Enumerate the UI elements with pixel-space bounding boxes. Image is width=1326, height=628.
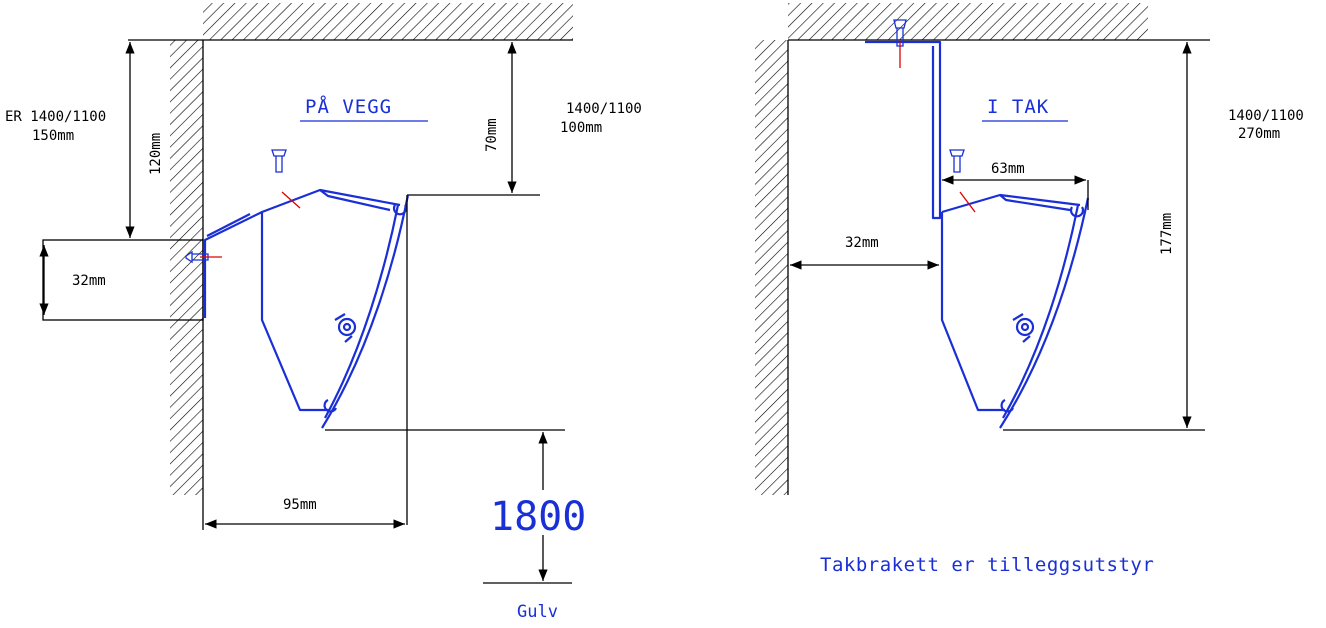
screw-icon xyxy=(271,149,287,173)
ceiling-title: I TAK xyxy=(987,96,1049,118)
dim-32-right-label: 32mm xyxy=(845,235,879,251)
wall-mount-drawing: 120mm 32mm ER 1400/1100 150mm PÅ VEGG 70… xyxy=(5,3,642,622)
wall-title: PÅ VEGG xyxy=(305,95,392,118)
floor-label: Gulv xyxy=(517,602,558,622)
wall-bracket xyxy=(203,210,330,412)
height-label: 1800 xyxy=(490,494,586,540)
spec-line1: ER 1400/1100 xyxy=(5,109,106,125)
wall-hatch-right xyxy=(755,40,788,495)
spec-line2: 150mm xyxy=(32,128,74,144)
screen-housing xyxy=(261,188,401,214)
dim-120-label: 120mm xyxy=(148,133,164,175)
dim-32-label: 32mm xyxy=(72,273,106,289)
dim-95-label: 95mm xyxy=(283,497,317,513)
wall-hatch xyxy=(170,40,203,495)
dim-70-label: 70mm xyxy=(484,118,500,152)
spec2-line1: 1400/1100 xyxy=(566,101,642,117)
spec2-line2: 100mm xyxy=(560,120,602,136)
accessory-note: Takbrakett er tilleggsutstyr xyxy=(820,554,1154,576)
spec-right-line1: 1400/1100 xyxy=(1228,108,1304,124)
spec-right-line2: 270mm xyxy=(1238,126,1280,142)
ceiling-mount-drawing: I TAK 1400/1100 270mm 63mm 32mm 177mm Ta… xyxy=(755,3,1304,576)
ceiling-hatch xyxy=(203,3,573,40)
screen-housing-right xyxy=(941,193,1081,214)
dim-177-label: 177mm xyxy=(1159,213,1175,255)
screw-icon-right xyxy=(949,149,965,173)
dim-63-label: 63mm xyxy=(991,161,1025,177)
ceiling-bracket xyxy=(865,40,942,220)
ceiling-hatch-right xyxy=(788,3,1148,40)
